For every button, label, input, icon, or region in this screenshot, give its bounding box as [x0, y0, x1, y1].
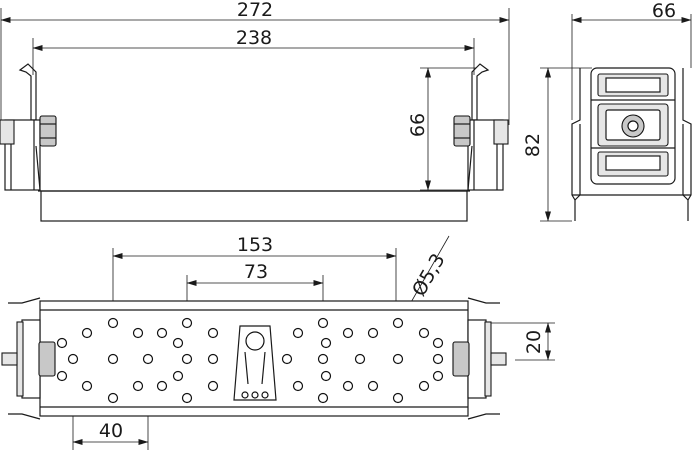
tray-base — [40, 190, 468, 222]
right-end-fitting — [452, 319, 507, 399]
top-view: 153 73 40 20 Ø5,3 — [1, 234, 555, 450]
perforation-holes — [56, 317, 444, 404]
side-view: 66 82 — [522, 0, 692, 222]
dim-label-153: 153 — [237, 234, 273, 256]
dim-label-272: 272 — [237, 0, 273, 21]
left-bracket — [0, 63, 57, 191]
center-tab — [233, 325, 277, 401]
dim-label-66-front: 66 — [407, 113, 429, 137]
front-view: 272 238 66 — [0, 0, 510, 222]
right-bracket — [453, 63, 509, 191]
dim-label-73: 73 — [244, 261, 268, 283]
hole-5-3 — [392, 317, 404, 329]
dim-label-hole-diameter: Ø5,3 — [408, 250, 450, 300]
dim-label-82: 82 — [522, 133, 544, 157]
dim-label-238: 238 — [236, 27, 272, 49]
dim-label-20: 20 — [523, 330, 545, 354]
dim-label-66-side: 66 — [652, 0, 676, 22]
perforated-plate — [39, 300, 469, 417]
dim-label-40: 40 — [99, 420, 123, 442]
left-end-fitting — [1, 319, 56, 399]
